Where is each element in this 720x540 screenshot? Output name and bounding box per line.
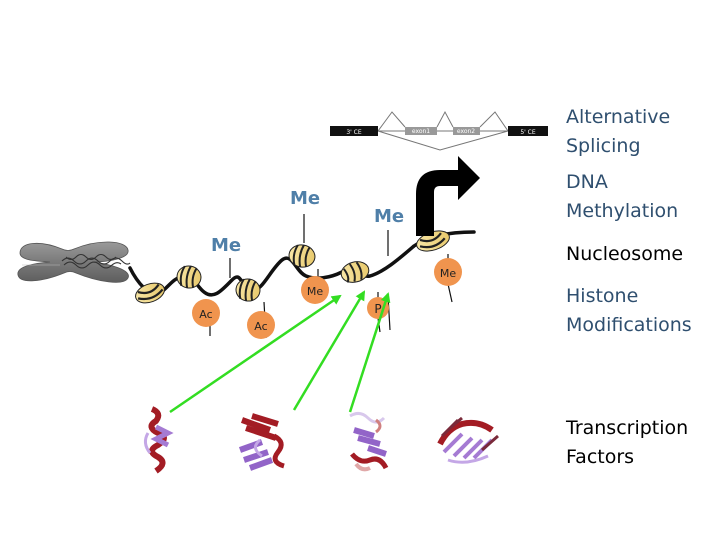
- binding-arrow: [169, 294, 342, 414]
- transcription-factors-label: Transcription Factors: [566, 417, 689, 468]
- acetylation-circle: [247, 311, 275, 339]
- histone-methylation-label: Me: [307, 285, 323, 298]
- splice-junction: [377, 111, 406, 132]
- acetylation-label: Ac: [199, 308, 212, 321]
- nucleosome: [340, 261, 370, 283]
- histone-methylation-circle: [434, 258, 462, 286]
- acetylation-circle: [192, 299, 220, 327]
- gene-structure: 3' CE exon1 exon2 5' CE: [330, 110, 548, 151]
- protein-structure-icon: [437, 416, 499, 464]
- right-end-box: [508, 126, 548, 136]
- skip-junction: [377, 130, 509, 151]
- protein-structure-icon: [238, 413, 285, 471]
- right-end-label: 5' CE: [520, 129, 536, 136]
- nucleosome: [288, 244, 316, 268]
- exon1-box: [405, 127, 437, 135]
- dna-methylation-label: DNA Methylation: [566, 171, 679, 222]
- phosphorylation-label: P: [374, 302, 381, 316]
- exon2-label: exon2: [457, 128, 475, 135]
- nucleosome: [235, 278, 261, 302]
- methylation-mark: Me: [374, 206, 404, 227]
- histone-methylation-circle: [301, 276, 329, 304]
- left-end-label: 3' CE: [346, 129, 362, 136]
- methylation-mark: Me: [290, 188, 320, 209]
- exon1-label: exon1: [412, 128, 430, 135]
- bent-arrow-icon: [416, 156, 480, 236]
- nucleosome-label: Nucleosome: [566, 243, 684, 265]
- chromosome-icon: [17, 241, 131, 283]
- alternative-splicing-label: Alternative Splicing: [566, 106, 671, 157]
- nucleosome: [176, 265, 202, 289]
- methylation-mark: Me: [211, 235, 241, 256]
- protein-structure-icon: [349, 411, 389, 472]
- left-end-box: [330, 126, 378, 136]
- splice-junction: [479, 111, 509, 132]
- nucleosome: [135, 282, 165, 304]
- histone-methylation-label: Me: [440, 267, 456, 280]
- binding-arrow: [348, 292, 391, 413]
- protein-structure-icon: [143, 406, 174, 474]
- splice-junction: [436, 110, 454, 128]
- acetylation-label: Ac: [254, 320, 267, 333]
- binding-arrow: [292, 290, 366, 411]
- histone-modifications-label: Histone Modifications: [566, 285, 692, 336]
- exon2-box: [453, 127, 480, 135]
- binding-arrows: [169, 290, 391, 414]
